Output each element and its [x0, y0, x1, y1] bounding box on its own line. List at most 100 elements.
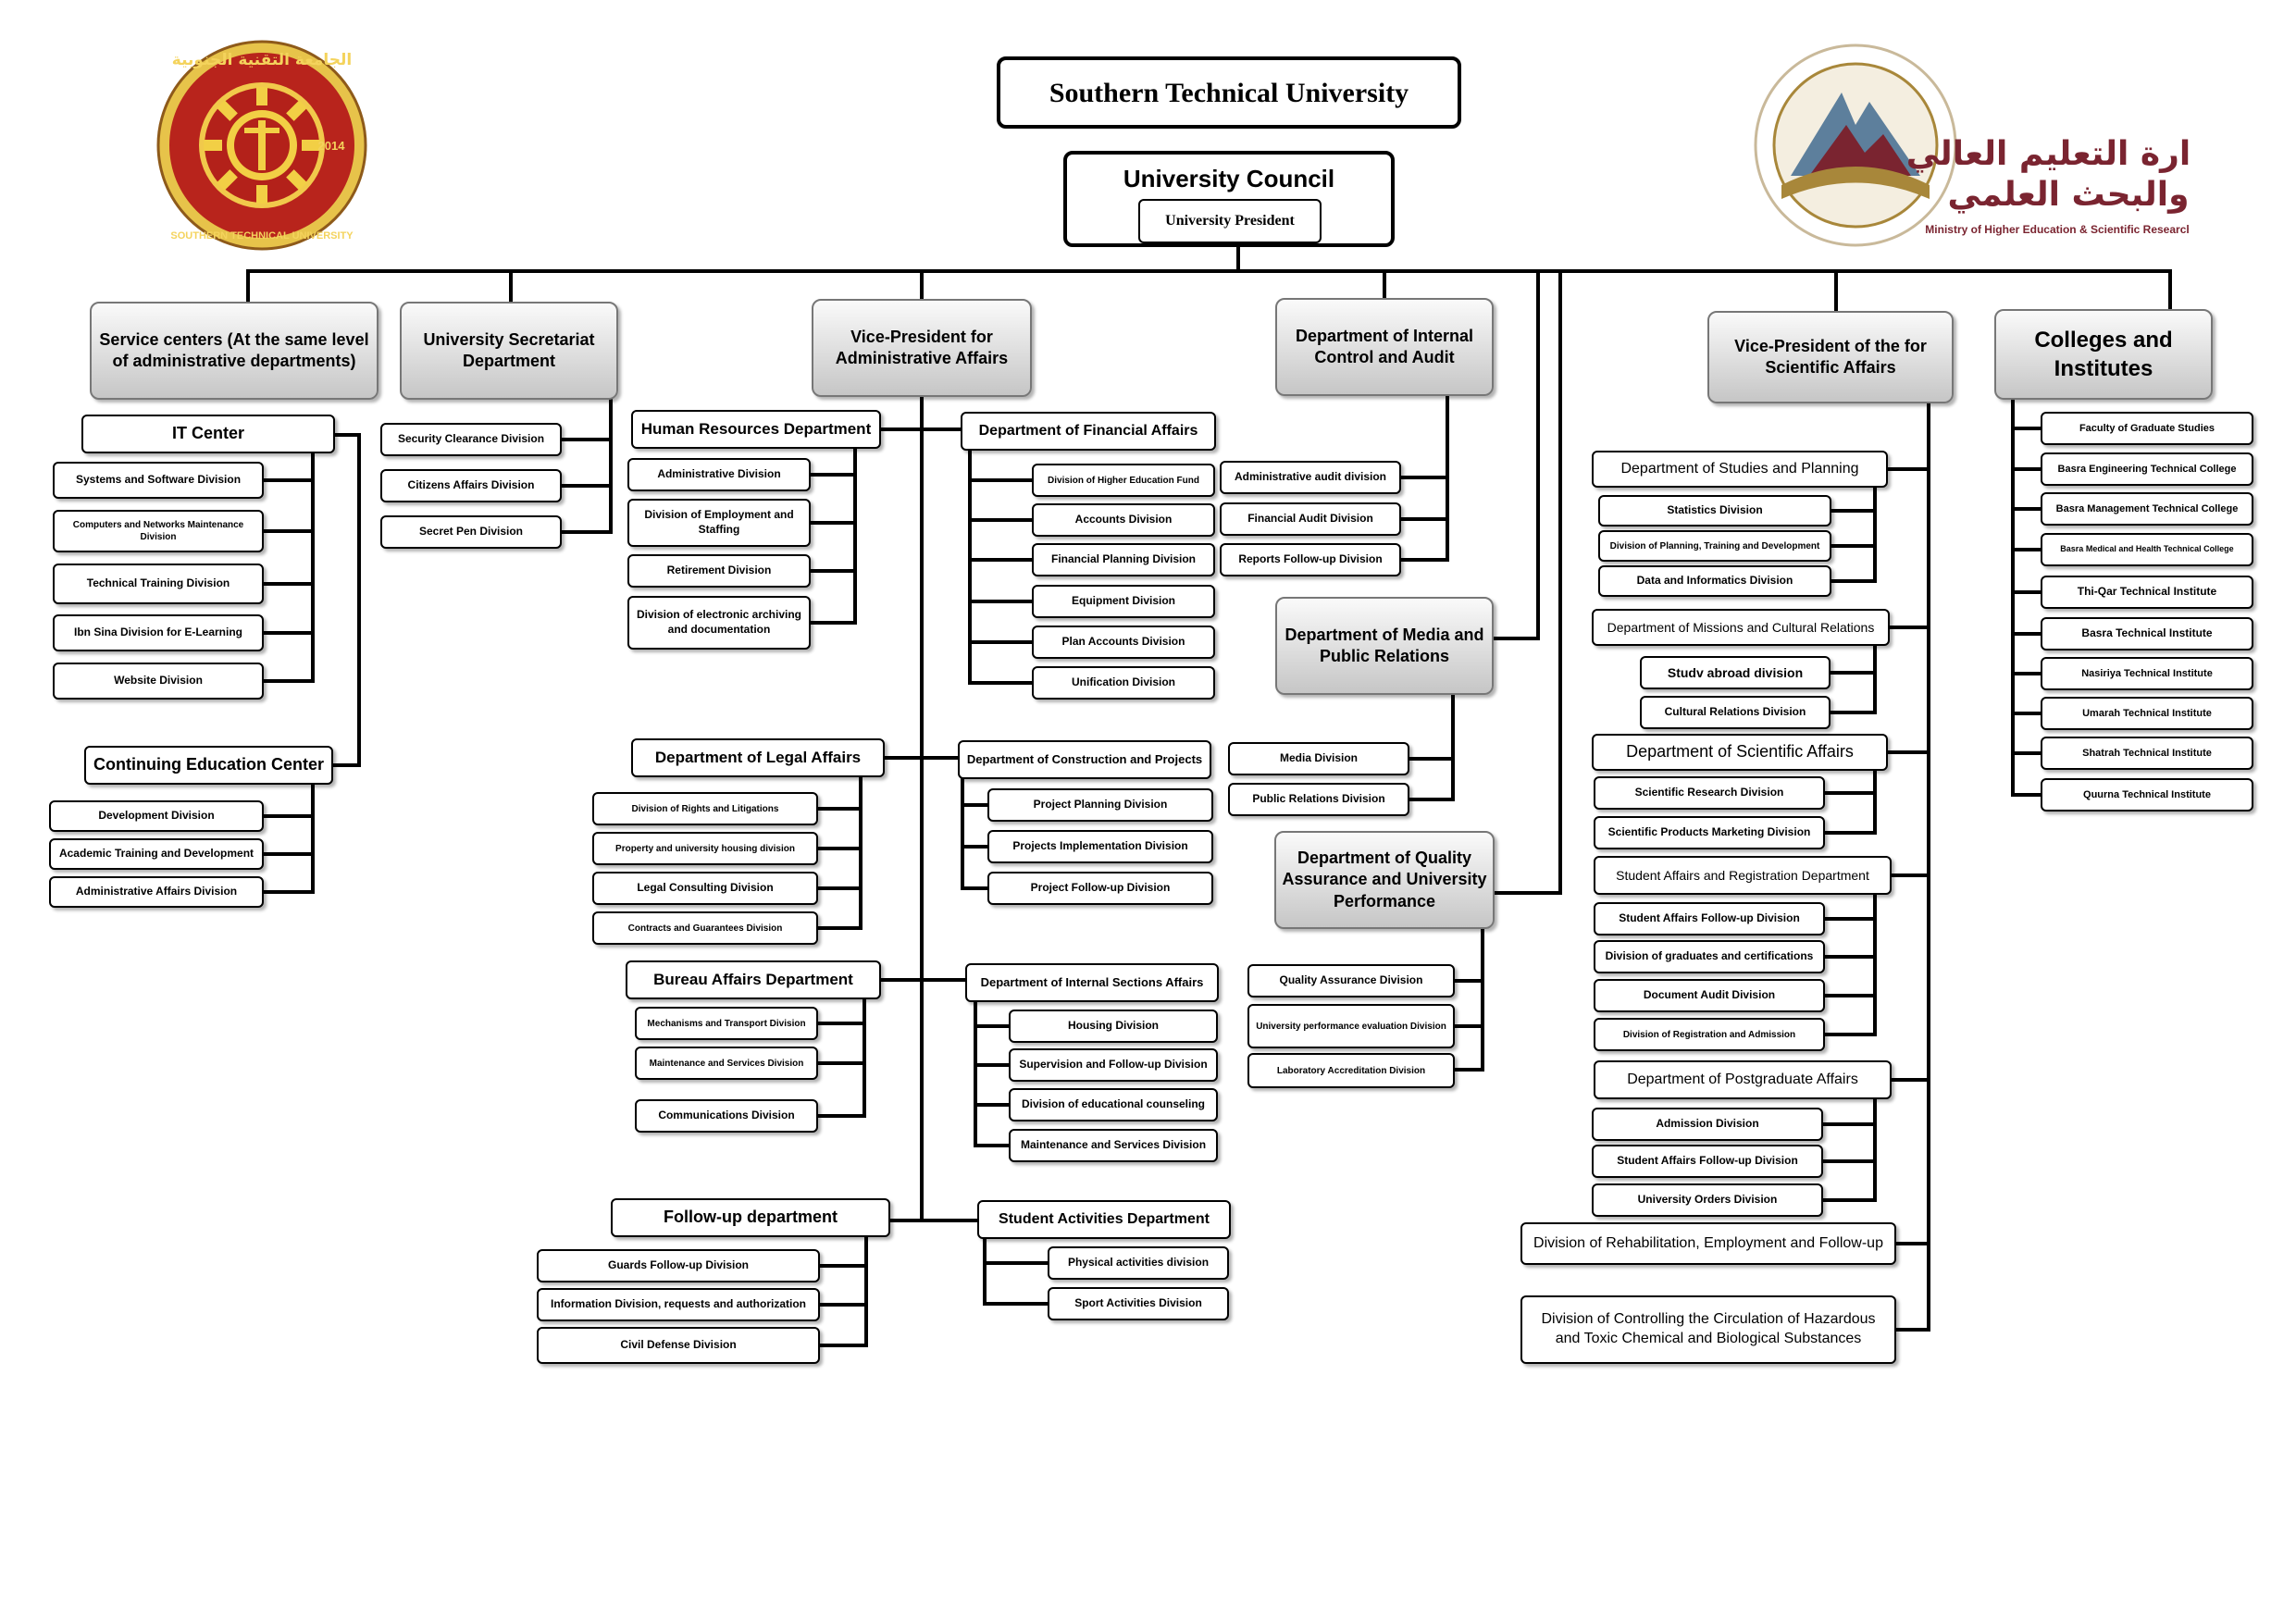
division-box[interactable]: Division of Planning, Training and Devel… [1598, 530, 1831, 562]
division-box[interactable]: Administrative Affairs Division [49, 876, 264, 908]
division-box[interactable]: Housing Division [1009, 1010, 1218, 1043]
college-item[interactable]: Basra Engineering Technical College [2041, 452, 2253, 486]
bureau-affairs-box[interactable]: Bureau Affairs Department [626, 960, 881, 999]
hazardous-substances-box[interactable]: Division of Controlling the Circulation … [1520, 1295, 1896, 1364]
college-item[interactable]: Basra Technical Institute [2041, 617, 2253, 650]
student-activities-box[interactable]: Student Activities Department [977, 1200, 1231, 1239]
legal-affairs-box[interactable]: Department of Legal Affairs [631, 738, 885, 777]
secretariat-box[interactable]: University Secretariat Department [400, 302, 618, 400]
division-box[interactable]: Development Division [49, 800, 264, 832]
division-box[interactable]: Property and university housing division [592, 832, 818, 865]
missions-cultural-box[interactable]: Department of Missions and Cultural Rela… [1592, 609, 1890, 646]
division-box[interactable]: Division of Rights and Litigations [592, 792, 818, 825]
college-item[interactable]: Basra Medical and Health Technical Colle… [2041, 533, 2253, 566]
hr-department-box[interactable]: Human Resources Department [631, 410, 881, 449]
division-box[interactable]: Supervision and Follow-up Division [1009, 1048, 1218, 1082]
division-box[interactable]: University Orders Division [1592, 1183, 1823, 1217]
division-box[interactable]: Financial Audit Division [1220, 502, 1401, 536]
ministry-of-higher-education-logo: وزارة التعليم العالي والبحث العلمي Minis… [1754, 43, 2189, 247]
university-president[interactable]: University President [1138, 199, 1322, 243]
division-box[interactable]: Website Division [53, 663, 264, 700]
vp-scientific-box[interactable]: Vice-President of the for Scientific Aff… [1707, 311, 1954, 403]
division-box[interactable]: Mechanisms and Transport Division [635, 1007, 818, 1040]
division-box[interactable]: Technical Training Division [53, 564, 264, 604]
division-box[interactable]: Sport Activities Division [1048, 1287, 1229, 1320]
studies-planning-box[interactable]: Department of Studies and Planning [1592, 451, 1888, 488]
college-item[interactable]: Shatrah Technical Institute [2041, 737, 2253, 770]
college-item[interactable]: Basra Management Technical College [2041, 492, 2253, 526]
division-box[interactable]: Division of educational counseling [1009, 1088, 1218, 1121]
division-box[interactable]: Reports Follow-up Division [1220, 543, 1401, 576]
division-box[interactable]: Computers and Networks Maintenance Divis… [53, 510, 264, 552]
continuing-education-box[interactable]: Continuing Education Center [84, 746, 333, 785]
division-box[interactable]: Studv abroad division [1640, 656, 1831, 689]
division-box[interactable]: Civil Defense Division [537, 1327, 820, 1364]
division-box[interactable]: Scientific Products Marketing Division [1594, 816, 1825, 849]
division-box[interactable]: Ibn Sina Division for E-Learning [53, 614, 264, 651]
scientific-affairs-box[interactable]: Department of Scientific Affairs [1592, 734, 1888, 771]
university-title: Southern Technical University [997, 56, 1461, 129]
division-box[interactable]: Maintenance and Services Division [1009, 1129, 1218, 1162]
division-box[interactable]: Security Clearance Division [380, 423, 562, 456]
division-box[interactable]: Citizens Affairs Division [380, 469, 562, 502]
college-item[interactable]: Faculty of Graduate Studies [2041, 412, 2253, 445]
division-box[interactable]: Contracts and Guarantees Division [592, 911, 818, 945]
division-box[interactable]: Information Division, requests and autho… [537, 1288, 820, 1321]
division-box[interactable]: Division of electronic archiving and doc… [627, 596, 811, 650]
college-item[interactable]: Nasiriya Technical Institute [2041, 657, 2253, 690]
division-box[interactable]: Unification Division [1032, 666, 1215, 700]
postgraduate-affairs-box[interactable]: Department of Postgraduate Affairs [1594, 1060, 1892, 1099]
division-box[interactable]: Statistics Division [1598, 495, 1831, 527]
college-item[interactable]: Thi-Qar Technical Institute [2041, 576, 2253, 609]
division-box[interactable]: Student Affairs Follow-up Division [1594, 902, 1825, 935]
college-item[interactable]: Umarah Technical Institute [2041, 697, 2253, 730]
colleges-box[interactable]: Colleges and Institutes [1994, 309, 2213, 400]
division-box[interactable]: Division of graduates and certifications [1594, 940, 1825, 973]
division-box[interactable]: Maintenance and Services Division [635, 1047, 818, 1080]
division-box[interactable]: Cultural Relations Division [1640, 696, 1831, 729]
division-box[interactable]: Administrative Division [627, 458, 811, 491]
division-box[interactable]: University performance evaluation Divisi… [1247, 1004, 1455, 1048]
financial-affairs-box[interactable]: Department of Financial Affairs [961, 412, 1216, 451]
division-box[interactable]: Public Relations Division [1228, 783, 1409, 816]
division-box[interactable]: Scientific Research Division [1594, 776, 1825, 810]
division-box[interactable]: Retirement Division [627, 554, 811, 588]
division-box[interactable]: Equipment Division [1032, 585, 1215, 618]
service-centers-box[interactable]: Service centers (At the same level of ad… [90, 302, 379, 400]
it-center-box[interactable]: IT Center [81, 415, 335, 453]
division-box[interactable]: Student Affairs Follow-up Division [1592, 1145, 1823, 1178]
rehabilitation-division-box[interactable]: Division of Rehabilitation, Employment a… [1520, 1222, 1896, 1265]
division-box[interactable]: Admission Division [1592, 1108, 1823, 1141]
media-box[interactable]: Department of Media and Public Relations [1275, 597, 1494, 695]
division-box[interactable]: Secret Pen Division [380, 515, 562, 549]
internal-control-box[interactable]: Department of Internal Control and Audit [1275, 298, 1494, 396]
division-box[interactable]: Accounts Division [1032, 503, 1215, 537]
division-box[interactable]: Division of Higher Education Fund [1032, 464, 1215, 497]
internal-sections-box[interactable]: Department of Internal Sections Affairs [965, 963, 1219, 1002]
quality-box[interactable]: Department of Quality Assurance and Univ… [1274, 831, 1495, 929]
vp-administrative-box[interactable]: Vice-President for Administrative Affair… [812, 299, 1032, 397]
division-box[interactable]: Document Audit Division [1594, 979, 1825, 1012]
college-item[interactable]: Quurna Technical Institute [2041, 778, 2253, 812]
division-box[interactable]: Plan Accounts Division [1032, 626, 1215, 659]
division-box[interactable]: Systems and Software Division [53, 462, 264, 499]
division-box[interactable]: Data and Informatics Division [1598, 565, 1831, 597]
division-box[interactable]: Administrative audit division [1220, 461, 1401, 494]
division-box[interactable]: Laboratory Accreditation Division [1247, 1053, 1455, 1088]
division-box[interactable]: Division of Employment and Staffing [627, 499, 811, 547]
division-box[interactable]: Legal Consulting Division [592, 872, 818, 905]
division-box[interactable]: Project Follow-up Division [987, 872, 1213, 905]
construction-projects-box[interactable]: Department of Construction and Projects [958, 740, 1211, 779]
division-box[interactable]: Physical activities division [1048, 1246, 1229, 1280]
division-box[interactable]: Media Division [1228, 742, 1409, 775]
followup-department-box[interactable]: Follow-up department [611, 1198, 890, 1237]
division-box[interactable]: Projects Implementation Division [987, 830, 1213, 863]
division-box[interactable]: Division of Registration and Admission [1594, 1018, 1825, 1051]
division-box[interactable]: Financial Planning Division [1032, 543, 1215, 576]
division-box[interactable]: Project Planning Division [987, 788, 1213, 822]
division-box[interactable]: Communications Division [635, 1099, 818, 1133]
student-affairs-box[interactable]: Student Affairs and Registration Departm… [1594, 856, 1892, 895]
division-box[interactable]: Academic Training and Development [49, 838, 264, 870]
division-box[interactable]: Quality Assurance Division [1247, 964, 1455, 997]
division-box[interactable]: Guards Follow-up Division [537, 1249, 820, 1282]
